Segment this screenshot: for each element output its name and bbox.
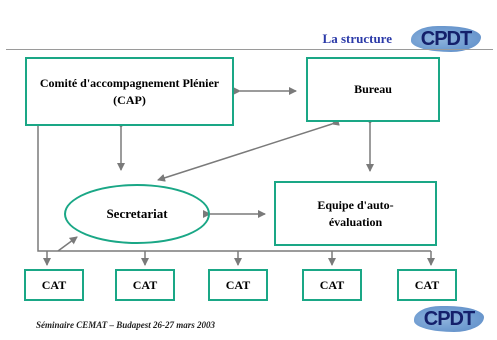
node-equipe: Equipe d'auto-évaluation xyxy=(274,181,437,246)
arrow-bureau-secretariat xyxy=(157,118,340,182)
slide-title: La structure xyxy=(322,31,392,46)
node-bureau: Bureau xyxy=(306,57,440,122)
connector-cap-bus xyxy=(37,121,431,252)
cpdt-logo-bottom: CPDT xyxy=(414,306,484,332)
arrow-bus-secretariat xyxy=(57,236,78,252)
node-cap: Comité d'accompagnement Plénier (CAP) xyxy=(25,57,234,126)
node-cat-4: CAT xyxy=(302,269,362,301)
node-cat-1: CAT xyxy=(24,269,84,301)
title-divider xyxy=(6,49,493,50)
node-cat-3: CAT xyxy=(208,269,268,301)
node-cat-5: CAT xyxy=(397,269,457,301)
node-cat-2: CAT xyxy=(115,269,175,301)
slide-footer: Séminaire CEMAT – Budapest 26-27 mars 20… xyxy=(36,320,216,330)
node-secretariat: Secretariat xyxy=(64,184,210,244)
cpdt-logo-top: CPDT xyxy=(411,26,481,52)
